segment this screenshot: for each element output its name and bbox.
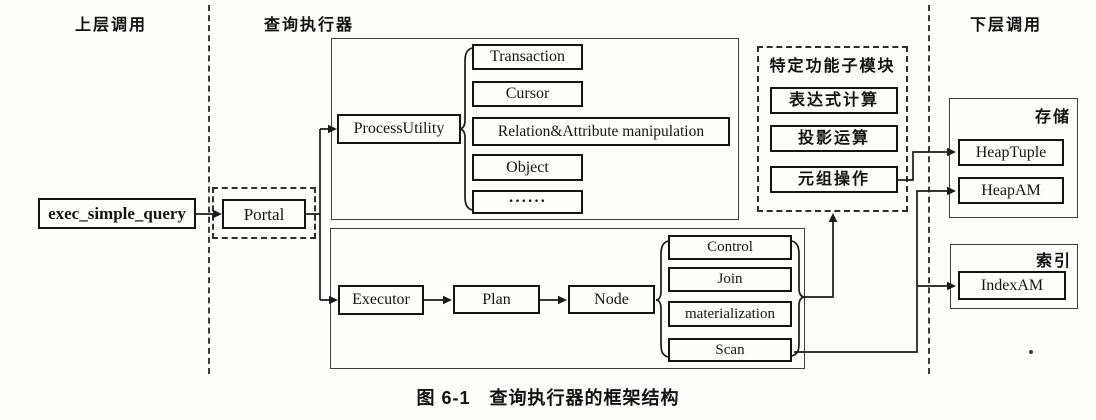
stray-dot <box>1029 350 1033 354</box>
projection-op-box: 投影运算 <box>770 125 898 152</box>
section-label-upper-call: 上层调用 <box>75 17 148 34</box>
line-nodes-to-submodule <box>805 222 834 298</box>
separator-left-dashed-line <box>208 5 210 374</box>
transaction-box: Transaction <box>472 44 583 70</box>
line-scan-to-heapam-indexam <box>794 190 948 353</box>
storage-title: 存储 <box>1035 109 1072 126</box>
section-label-lower-call: 下层调用 <box>970 17 1043 34</box>
materialization-box: materialization <box>668 301 792 327</box>
arrowhead-into-heaptuple <box>947 147 956 157</box>
indexam-box: IndexAM <box>958 271 1066 300</box>
join-box: Join <box>668 267 792 292</box>
executor-box: Executor <box>338 285 424 315</box>
submodule-dashed-frame <box>757 46 908 212</box>
portal-box: Portal <box>222 199 306 229</box>
line-tupleop-to-heaptuple <box>898 151 948 181</box>
arrowhead-into-indexam <box>947 281 956 291</box>
brace-node-items-right <box>791 240 806 357</box>
scan-box: Scan <box>668 338 792 362</box>
arrowhead-into-heapam <box>947 186 956 196</box>
arrowhead-into-plan <box>443 295 452 305</box>
exec-simple-query-box: exec_simple_query <box>38 198 196 229</box>
ellipsis-box: ······ <box>472 190 583 214</box>
arrowhead-into-submodule <box>828 213 838 222</box>
heapam-box: HeapAM <box>958 177 1064 204</box>
plan-box: Plan <box>453 285 540 314</box>
node-box: Node <box>568 285 655 314</box>
line-portal-branch <box>306 128 330 301</box>
arrowhead-into-executor <box>329 295 338 305</box>
brace-node-items <box>655 240 669 358</box>
section-label-query-executor: 查询执行器 <box>264 17 355 34</box>
tuple-op-box: 元组操作 <box>770 166 898 193</box>
arrowhead-into-processutility <box>328 124 337 134</box>
relation-attribute-manipulation-box: Relation&Attribute manipulation <box>472 117 730 146</box>
index-group-frame <box>950 244 1078 309</box>
separator-right-dashed-line <box>928 5 930 374</box>
storage-group-frame <box>949 98 1078 218</box>
arrowhead-into-node <box>558 295 567 305</box>
object-box: Object <box>472 154 583 181</box>
cursor-box: Cursor <box>472 81 583 107</box>
control-box: Control <box>668 235 792 260</box>
figure-caption: 图 6-1 查询执行器的框架结构 <box>416 388 680 408</box>
index-title: 索引 <box>1036 253 1073 270</box>
heaptuple-box: HeapTuple <box>958 139 1064 166</box>
process-utility-box: ProcessUtility <box>337 114 461 144</box>
arrowhead-into-portal <box>213 209 222 219</box>
expression-calc-box: 表达式计算 <box>770 87 898 114</box>
submodule-title: 特定功能子模块 <box>769 58 896 75</box>
